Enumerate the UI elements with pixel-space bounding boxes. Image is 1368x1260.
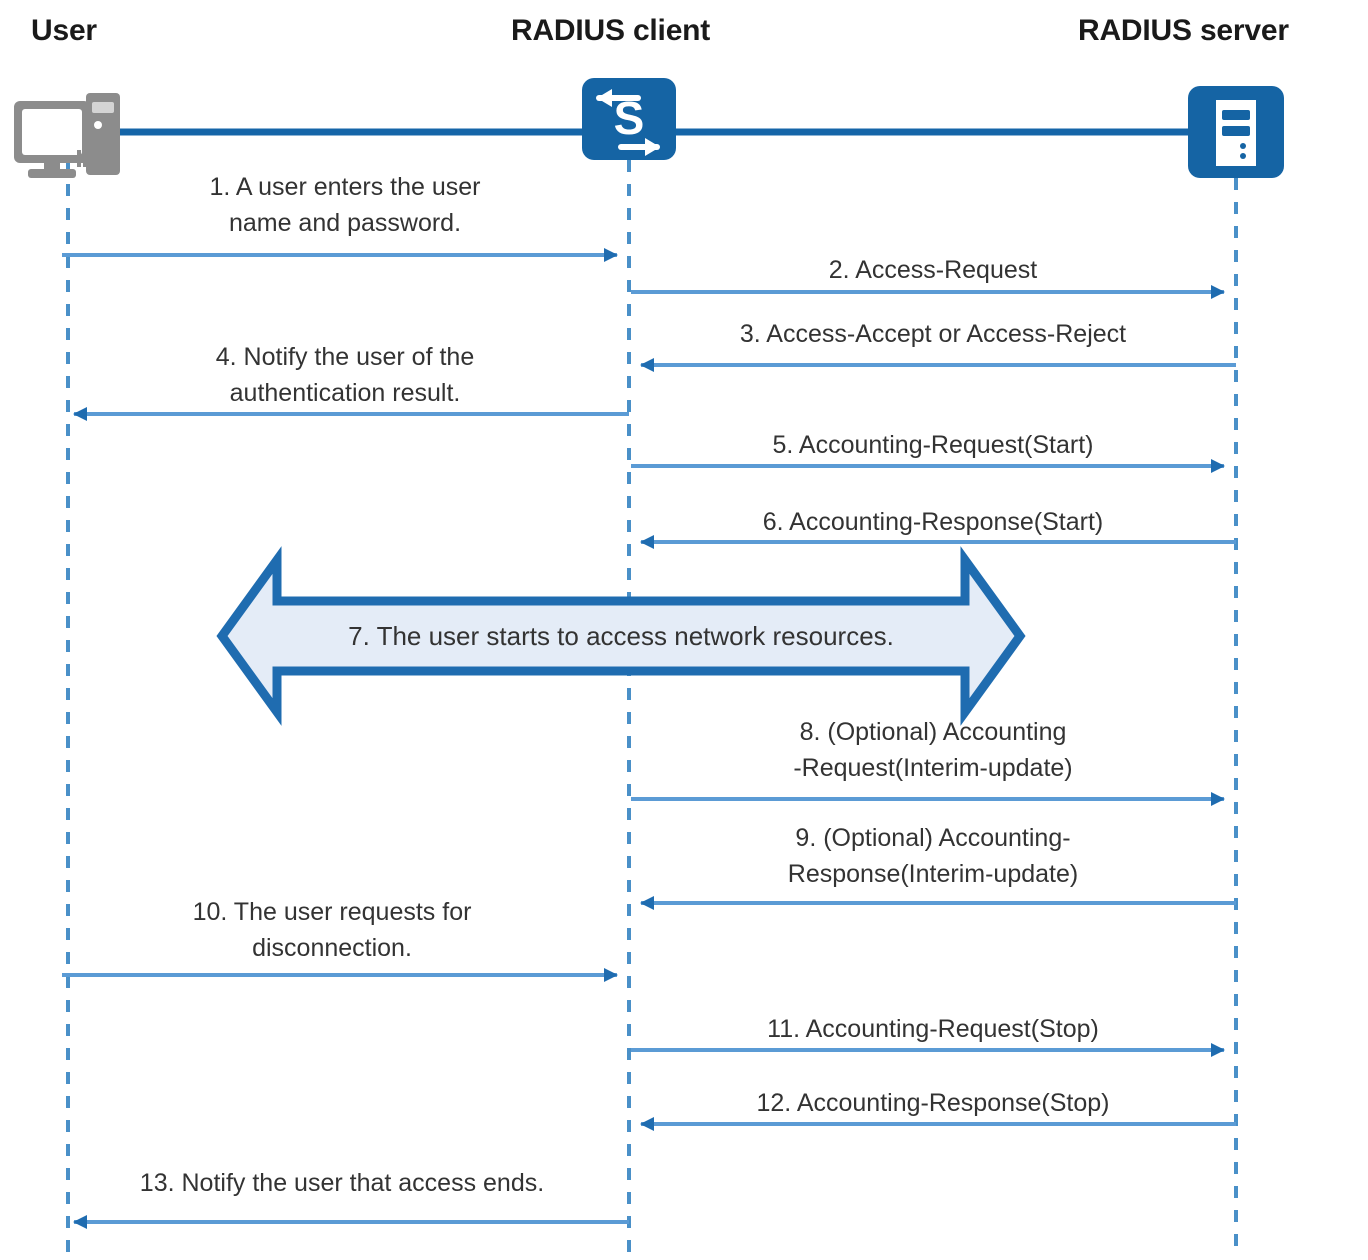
message-label-4: 4. Notify the user of the authentication… [215,343,475,407]
switch-icon: S [582,78,676,160]
message-label-1: 1. A user enters the user name and passw… [209,173,481,237]
access-banner-shape [216,546,1026,726]
actor-title-radius-server: RADIUS server [1078,14,1289,47]
lifelines [66,160,1238,1258]
access-banner-label: 7. The user starts to access network res… [348,621,894,651]
svg-text:S: S [614,92,645,144]
desktop-pc-icon [14,93,120,178]
actor-title-user: User [31,14,97,47]
message-label-8: 8. (Optional) Accounting -Request(Interi… [793,718,1073,782]
server-icon [1188,86,1284,178]
message-label-13: 13. Notify the user that access ends. [139,1169,545,1197]
message-label-2: 2. Access-Request [828,256,1038,284]
message-label-10: 10. The user requests for disconnection. [192,898,472,962]
message-label-3: 3. Access-Accept or Access-Reject [739,320,1127,348]
message-label-9: 9. (Optional) Accounting- Response(Inter… [787,824,1079,888]
message-label-6: 6. Accounting-Response(Start) [762,508,1104,536]
message-label-5: 5. Accounting-Request(Start) [772,431,1094,459]
actor-title-radius-client: RADIUS client [511,14,711,47]
message-label-12: 12. Accounting-Response(Stop) [756,1089,1110,1117]
message-label-11: 11. Accounting-Request(Stop) [767,1015,1099,1043]
message-arrows [62,248,1236,1229]
